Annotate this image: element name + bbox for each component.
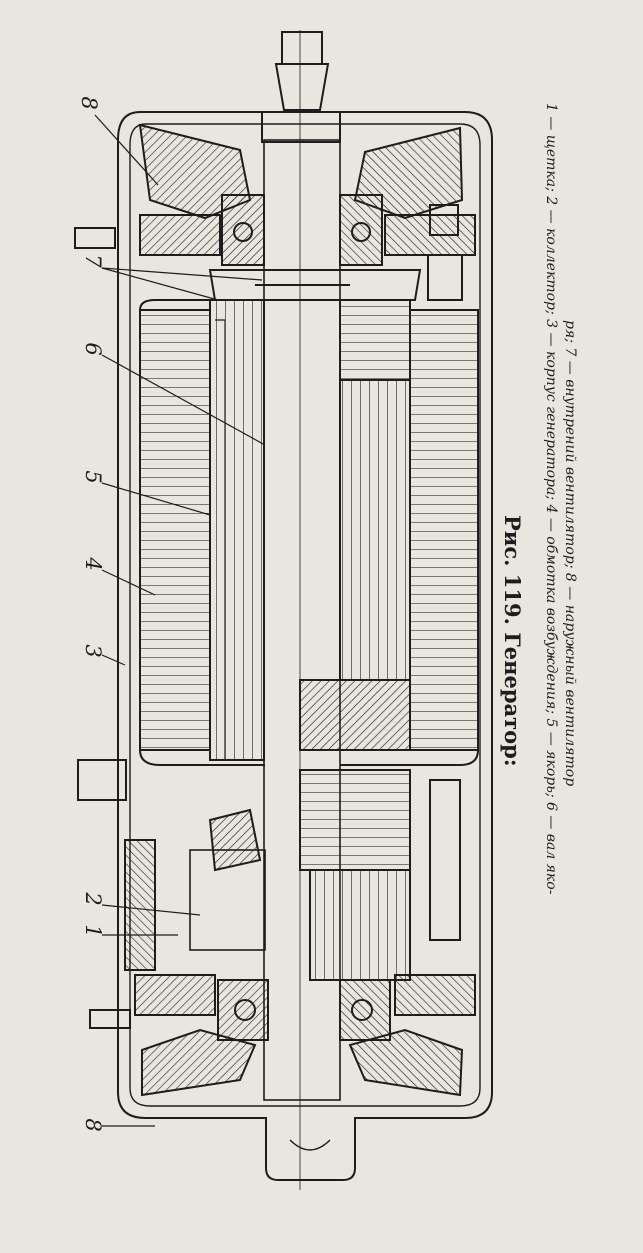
legend-line-2: ря; 7 — внутрений вентилятор; 8 — наружн… bbox=[562, 320, 578, 787]
top-bearing-right bbox=[339, 194, 383, 266]
callout-8-top: 8 bbox=[77, 96, 101, 110]
top-bearing-left bbox=[221, 194, 265, 266]
field-winding-left bbox=[139, 309, 211, 751]
callout-7: 7 bbox=[81, 254, 105, 268]
shaft-nut bbox=[281, 31, 323, 65]
bottom-bearing-right bbox=[339, 979, 391, 1041]
armature-left bbox=[209, 299, 265, 761]
callout-2: 2 bbox=[81, 892, 105, 906]
housing-outline bbox=[117, 111, 493, 1181]
callout-6: 6 bbox=[81, 342, 105, 356]
callout-3: 3 bbox=[81, 644, 105, 658]
housing-inner bbox=[129, 123, 481, 1107]
armature-core bbox=[339, 379, 411, 681]
field-winding-right bbox=[409, 309, 479, 751]
callout-8-bottom: 8 bbox=[81, 1118, 105, 1132]
callout-4: 4 bbox=[81, 557, 105, 571]
legend-line-1: 1 — щетка; 2 — коллектор; 3 — корпус ген… bbox=[543, 103, 559, 895]
bottom-bearing-left bbox=[217, 979, 269, 1041]
armature-right bbox=[339, 299, 411, 381]
inner-fan bbox=[208, 269, 422, 301]
figure-title: Рис. 119. Генератор: bbox=[500, 515, 525, 767]
callout-5: 5 bbox=[81, 470, 105, 484]
bottom-outer-fan bbox=[141, 1028, 257, 1097]
callout-1: 1 bbox=[81, 924, 105, 938]
